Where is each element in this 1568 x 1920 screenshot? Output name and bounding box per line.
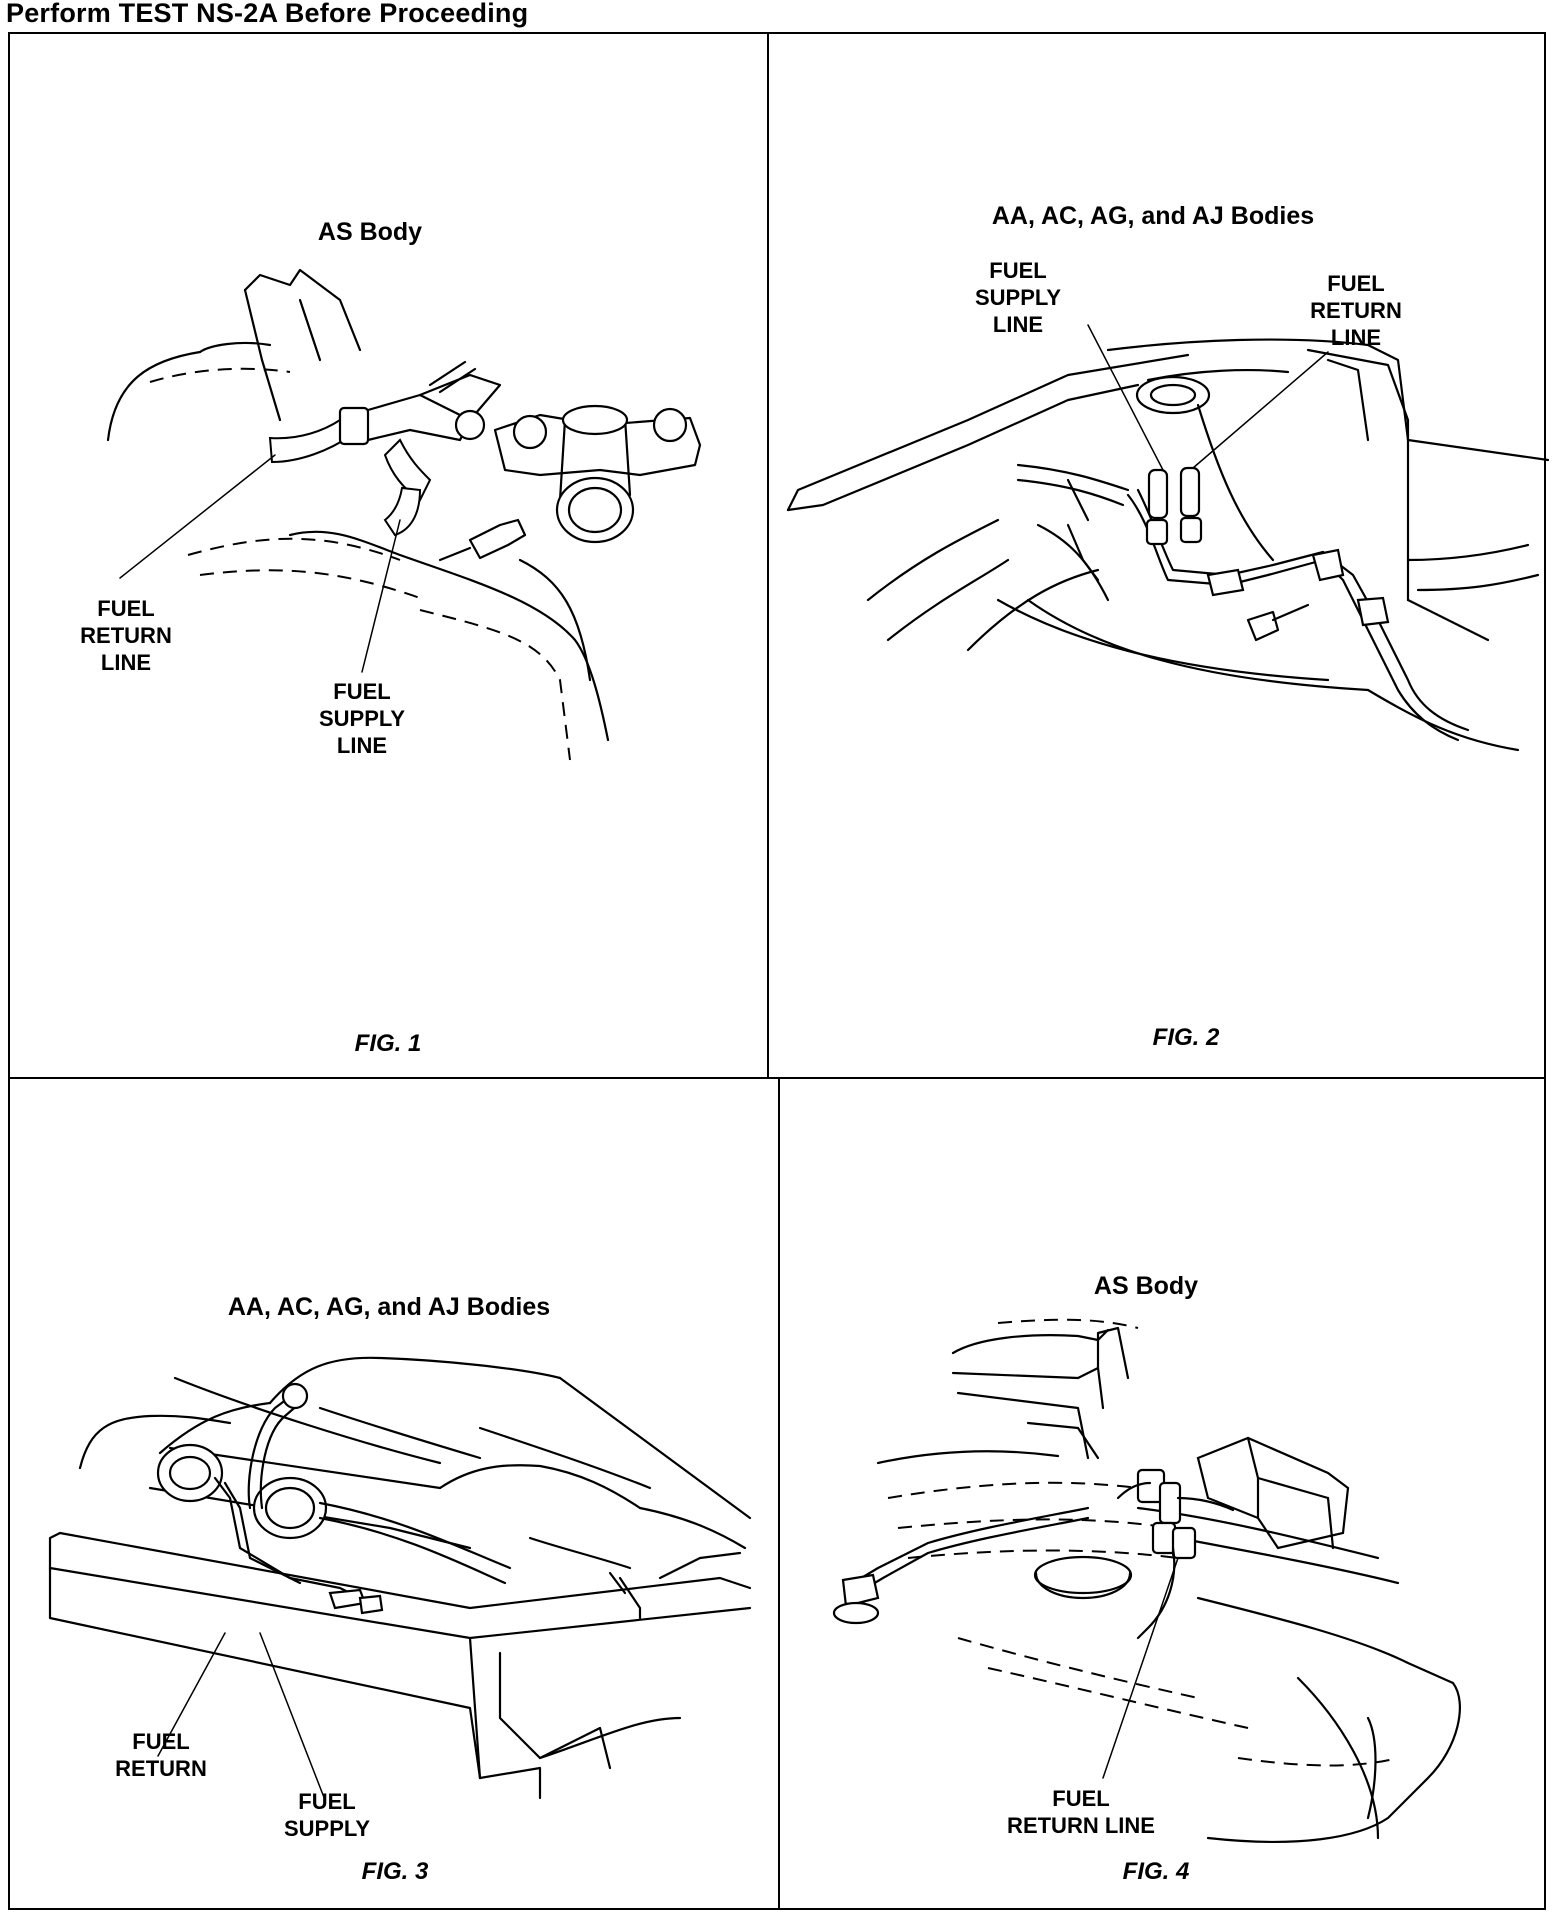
figure-panel-1: AS Body bbox=[0, 0, 768, 1078]
grid-divider-vertical-bottom bbox=[778, 1078, 780, 1910]
figure-panel-2: AA, AC, AG, and AJ Bodies bbox=[768, 0, 1550, 1078]
fuel-tank-line-illustration bbox=[786, 324, 1550, 752]
panel-title: AS Body bbox=[1093, 1272, 1199, 1300]
grid-divider-horizontal bbox=[8, 1077, 1546, 1079]
fuel-tank-line-illustration bbox=[48, 1356, 752, 1801]
callout-label: FUEL RETURN LINE bbox=[80, 596, 172, 675]
figure-caption: FIG. 4 bbox=[1122, 1858, 1190, 1885]
fuel-tank-line-illustration bbox=[832, 1318, 1461, 1844]
callout-label: FUEL RETURN bbox=[115, 1729, 207, 1781]
callout-label: FUEL RETURN LINE bbox=[1310, 271, 1402, 350]
grid-divider-vertical-top bbox=[767, 32, 769, 1078]
callout-label: FUEL SUPPLY LINE bbox=[318, 679, 406, 758]
figure-caption: FIG. 1 bbox=[354, 1030, 422, 1057]
figure-panel-4: AS Body bbox=[778, 1078, 1546, 1910]
figure-caption: FIG. 2 bbox=[1152, 1024, 1220, 1051]
callout-label: FUEL RETURN LINE bbox=[1007, 1786, 1155, 1838]
figure-caption: FIG. 3 bbox=[361, 1858, 429, 1885]
figure-panel-3: AA, AC, AG, and AJ Bodies bbox=[0, 1078, 778, 1910]
callout-label: FUEL SUPPLY bbox=[283, 1789, 371, 1841]
panel-title: AS Body bbox=[317, 218, 423, 246]
page-header: Perform TEST NS-2A Before Proceeding bbox=[6, 0, 529, 28]
panel-title: AA, AC, AG, and AJ Bodies bbox=[991, 202, 1315, 230]
callout-label: FUEL SUPPLY LINE bbox=[974, 258, 1062, 337]
figure-grid-frame bbox=[8, 32, 1546, 1910]
fuel-tank-line-illustration bbox=[106, 268, 702, 761]
panel-title: AA, AC, AG, and AJ Bodies bbox=[227, 1293, 551, 1321]
